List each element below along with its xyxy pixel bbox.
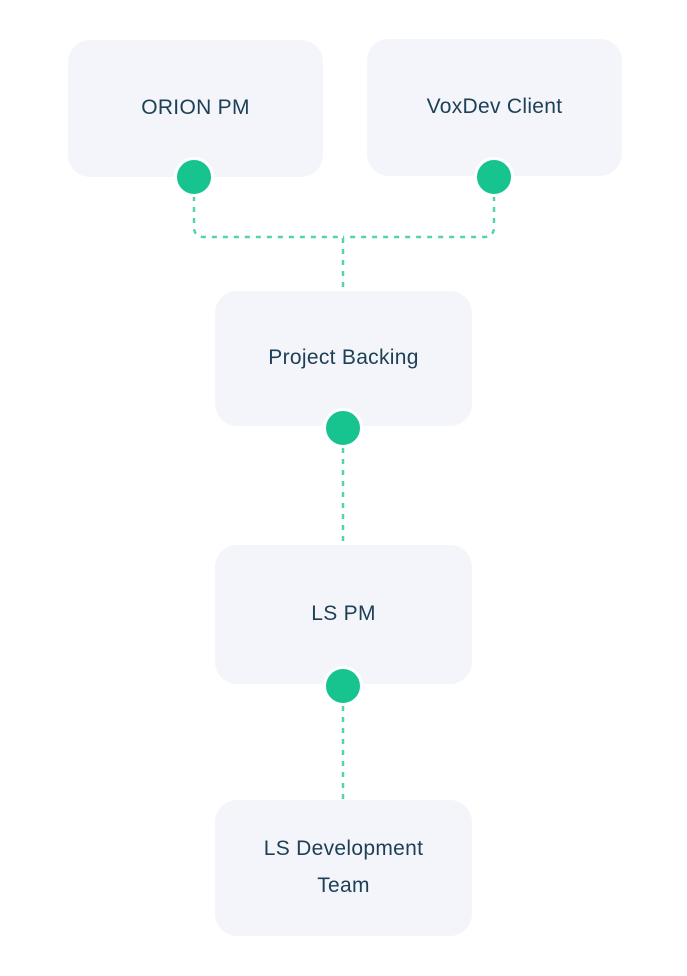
connector-dot-orion bbox=[174, 157, 214, 197]
node-label: LS Development Team bbox=[263, 837, 424, 897]
connector-dot-lspm bbox=[323, 666, 363, 706]
node-label: Project Backing bbox=[268, 346, 419, 370]
node-project-backing: Project Backing bbox=[215, 291, 472, 426]
node-orion-pm: ORION PM bbox=[68, 40, 323, 177]
node-label: ORION PM bbox=[141, 96, 250, 120]
node-voxdev-client: VoxDev Client bbox=[367, 39, 622, 176]
connector-dot-voxdev bbox=[474, 157, 514, 197]
node-ls-pm: LS PM bbox=[215, 545, 472, 684]
node-label: VoxDev Client bbox=[426, 95, 563, 119]
node-ls-development-team: LS Development Team bbox=[215, 800, 472, 936]
node-label: LS PM bbox=[311, 602, 376, 626]
connector-edge-orion-to-backing bbox=[192, 196, 343, 239]
connector-dot-backing bbox=[323, 408, 363, 448]
connector-edge-voxdev-to-backing bbox=[343, 196, 496, 239]
